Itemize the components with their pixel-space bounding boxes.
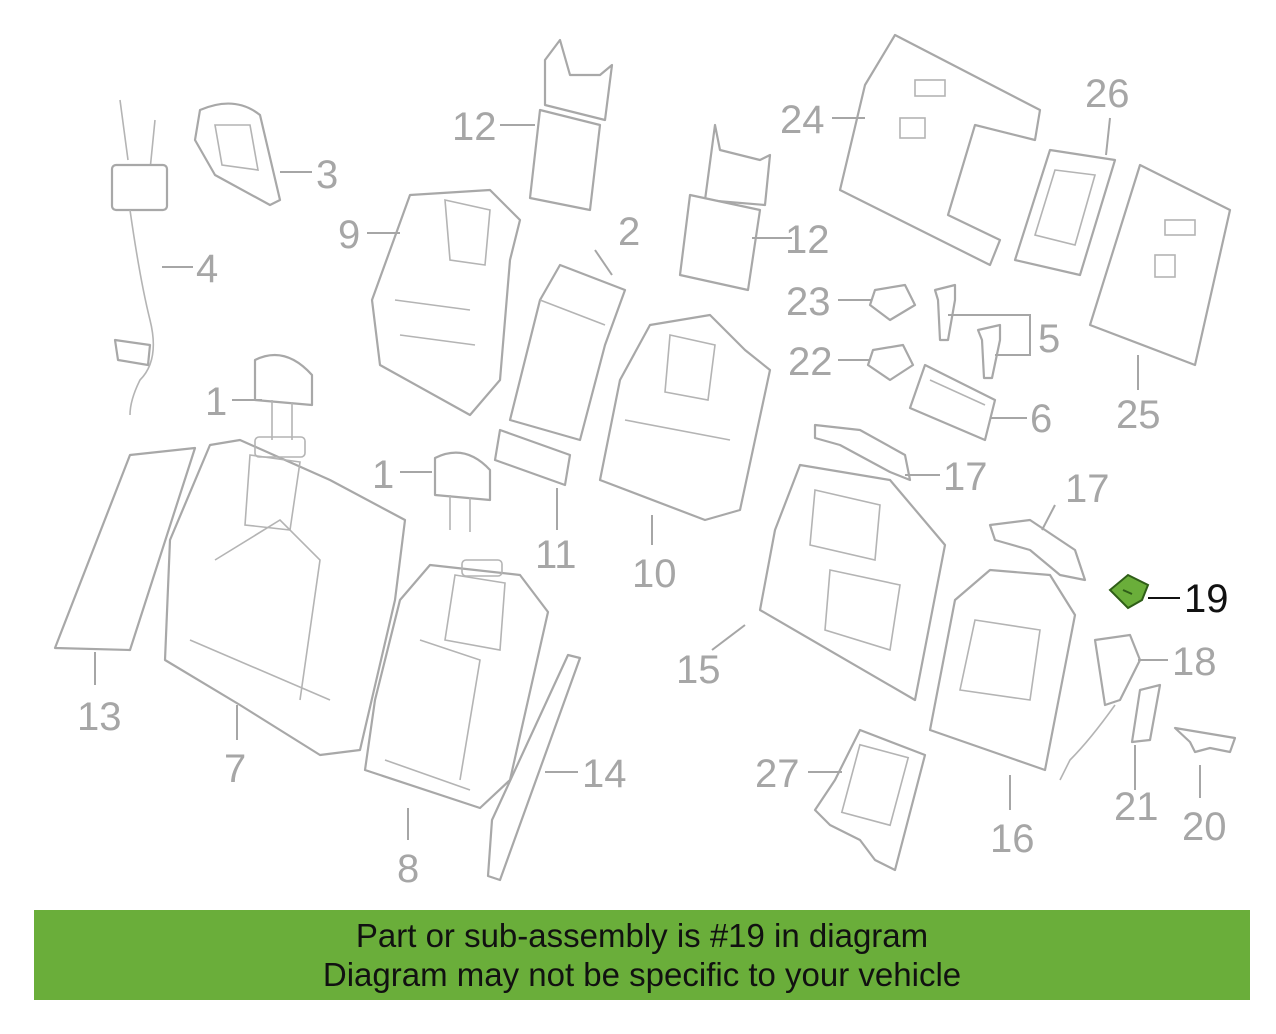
part-17-bar-b bbox=[988, 518, 1087, 582]
callout-6: 6 bbox=[1030, 397, 1052, 441]
callout-15: 15 bbox=[676, 648, 721, 692]
part-1-headrest-b bbox=[433, 451, 492, 532]
callout-3: 3 bbox=[316, 153, 338, 197]
callout-26: 26 bbox=[1085, 72, 1130, 116]
part-16-frame bbox=[928, 568, 1077, 772]
callout-25: 25 bbox=[1116, 393, 1161, 437]
callout-8: 8 bbox=[397, 847, 419, 891]
part-6-bracket bbox=[908, 363, 997, 442]
callout-9: 9 bbox=[338, 213, 360, 257]
callout-20: 20 bbox=[1182, 805, 1227, 849]
callout-13: 13 bbox=[77, 695, 122, 739]
part-3-panel bbox=[193, 102, 282, 207]
part-12-board-b bbox=[678, 123, 772, 292]
callout-7: 7 bbox=[224, 747, 246, 791]
part-5-pins bbox=[933, 283, 1002, 380]
callout-19: 19 bbox=[1184, 577, 1229, 621]
callout-14: 14 bbox=[582, 752, 627, 796]
callout-2: 2 bbox=[618, 210, 640, 254]
callout-16: 16 bbox=[990, 817, 1035, 861]
callout-11: 11 bbox=[535, 533, 577, 577]
part-17-bar-a bbox=[813, 423, 912, 482]
parts-diagram: 1 1 2 3 4 5 6 7 8 9 10 11 12 12 13 14 15… bbox=[53, 33, 1237, 891]
part-27-bracket bbox=[813, 728, 927, 872]
part-23-clip bbox=[868, 283, 917, 322]
part-10-seatback-cover bbox=[598, 313, 772, 522]
part-4-cable bbox=[110, 99, 169, 416]
part-12-board-a bbox=[528, 38, 614, 212]
part-24-back-panel bbox=[838, 33, 1042, 267]
callout-21: 21 bbox=[1114, 785, 1159, 829]
part-14-trim-strip bbox=[486, 653, 582, 882]
callout-22: 22 bbox=[788, 340, 833, 384]
callout-23: 23 bbox=[786, 280, 831, 324]
part-18-handle bbox=[1059, 633, 1142, 781]
callout-labels: 1 1 2 3 4 5 6 7 8 9 10 11 12 12 13 14 15… bbox=[77, 72, 1229, 891]
part-13-side-trim bbox=[53, 446, 197, 652]
leader-lines bbox=[94, 117, 1201, 840]
part-20-clip bbox=[1173, 726, 1237, 754]
part-1-headrest-a bbox=[253, 353, 314, 440]
part-25-back-panel bbox=[1088, 163, 1232, 367]
part-9-seatback-frame bbox=[370, 188, 522, 417]
banner-line-part: Part or sub-assembly is #19 in diagram bbox=[355, 917, 929, 954]
callout-4: 4 bbox=[196, 247, 218, 291]
part-2-cushion bbox=[508, 263, 627, 442]
callout-27: 27 bbox=[755, 752, 800, 796]
part-19-highlighted bbox=[1108, 573, 1150, 610]
part-8-seatback-cover bbox=[363, 559, 550, 810]
banner-line-disclaimer: Diagram may not be specific to your vehi… bbox=[322, 956, 962, 993]
part-22-clip bbox=[866, 343, 915, 382]
callout-12a: 12 bbox=[452, 105, 497, 149]
callout-18: 18 bbox=[1172, 640, 1217, 684]
callout-1b: 1 bbox=[372, 453, 394, 497]
part-26-latch-cover bbox=[1013, 148, 1117, 277]
callout-5: 5 bbox=[1038, 317, 1060, 361]
callout-17a: 17 bbox=[943, 455, 988, 499]
callout-10: 10 bbox=[632, 552, 677, 596]
part-7-seatback-cover bbox=[163, 436, 407, 757]
callout-17b: 17 bbox=[1065, 467, 1110, 511]
part-info-banner: Part or sub-assembly is #19 in diagram D… bbox=[34, 910, 1250, 1000]
callout-24: 24 bbox=[780, 98, 825, 142]
part-21-bracket bbox=[1130, 683, 1162, 744]
callout-12b: 12 bbox=[785, 218, 830, 262]
part-15-frame bbox=[758, 463, 947, 702]
callout-1a: 1 bbox=[205, 380, 227, 424]
part-11-armrest bbox=[493, 428, 572, 487]
